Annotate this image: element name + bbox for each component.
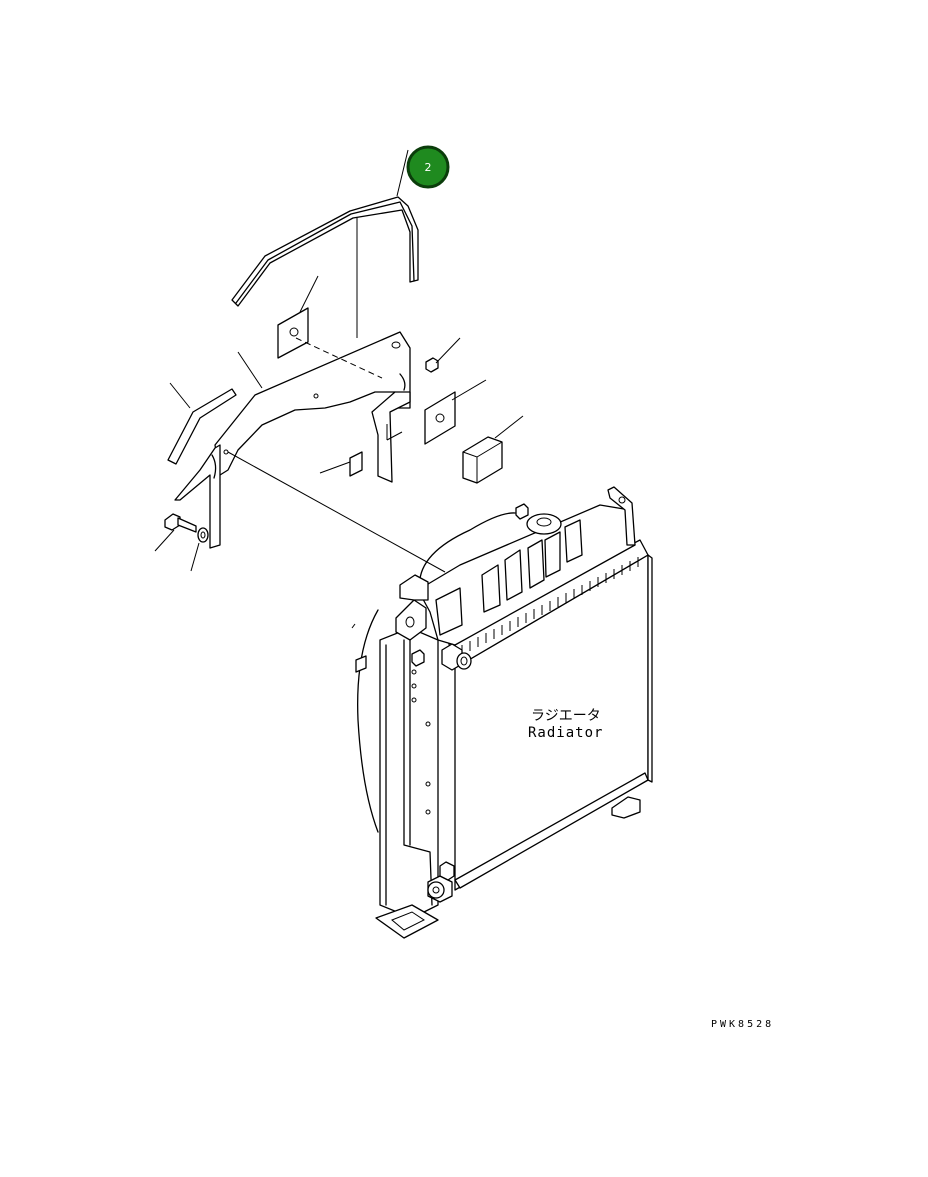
radiator-label-jp: ラジエータ — [531, 708, 601, 724]
washer — [190, 527, 209, 572]
main-bracket-plate — [214, 331, 411, 476]
upper-pad-plate — [277, 275, 383, 379]
nut — [425, 337, 461, 373]
rubber-block — [462, 415, 524, 484]
callout-number: 2 — [425, 161, 432, 174]
small-clip — [319, 451, 363, 477]
lower-pad-plate — [424, 379, 487, 445]
callout-2[interactable]: 2 — [406, 145, 450, 189]
alignment-line — [227, 451, 446, 573]
radiator-assembly: ラジエータ Radiator — [351, 486, 653, 939]
upper-guard-bar — [231, 149, 419, 307]
right-bracket-piece — [371, 391, 411, 483]
drawing-number: PWK8528 — [711, 1019, 774, 1030]
radiator-label-en: Radiator — [528, 725, 603, 741]
callout-circle[interactable] — [406, 145, 450, 189]
left-guard-bar — [167, 382, 237, 465]
bolt — [154, 513, 197, 552]
